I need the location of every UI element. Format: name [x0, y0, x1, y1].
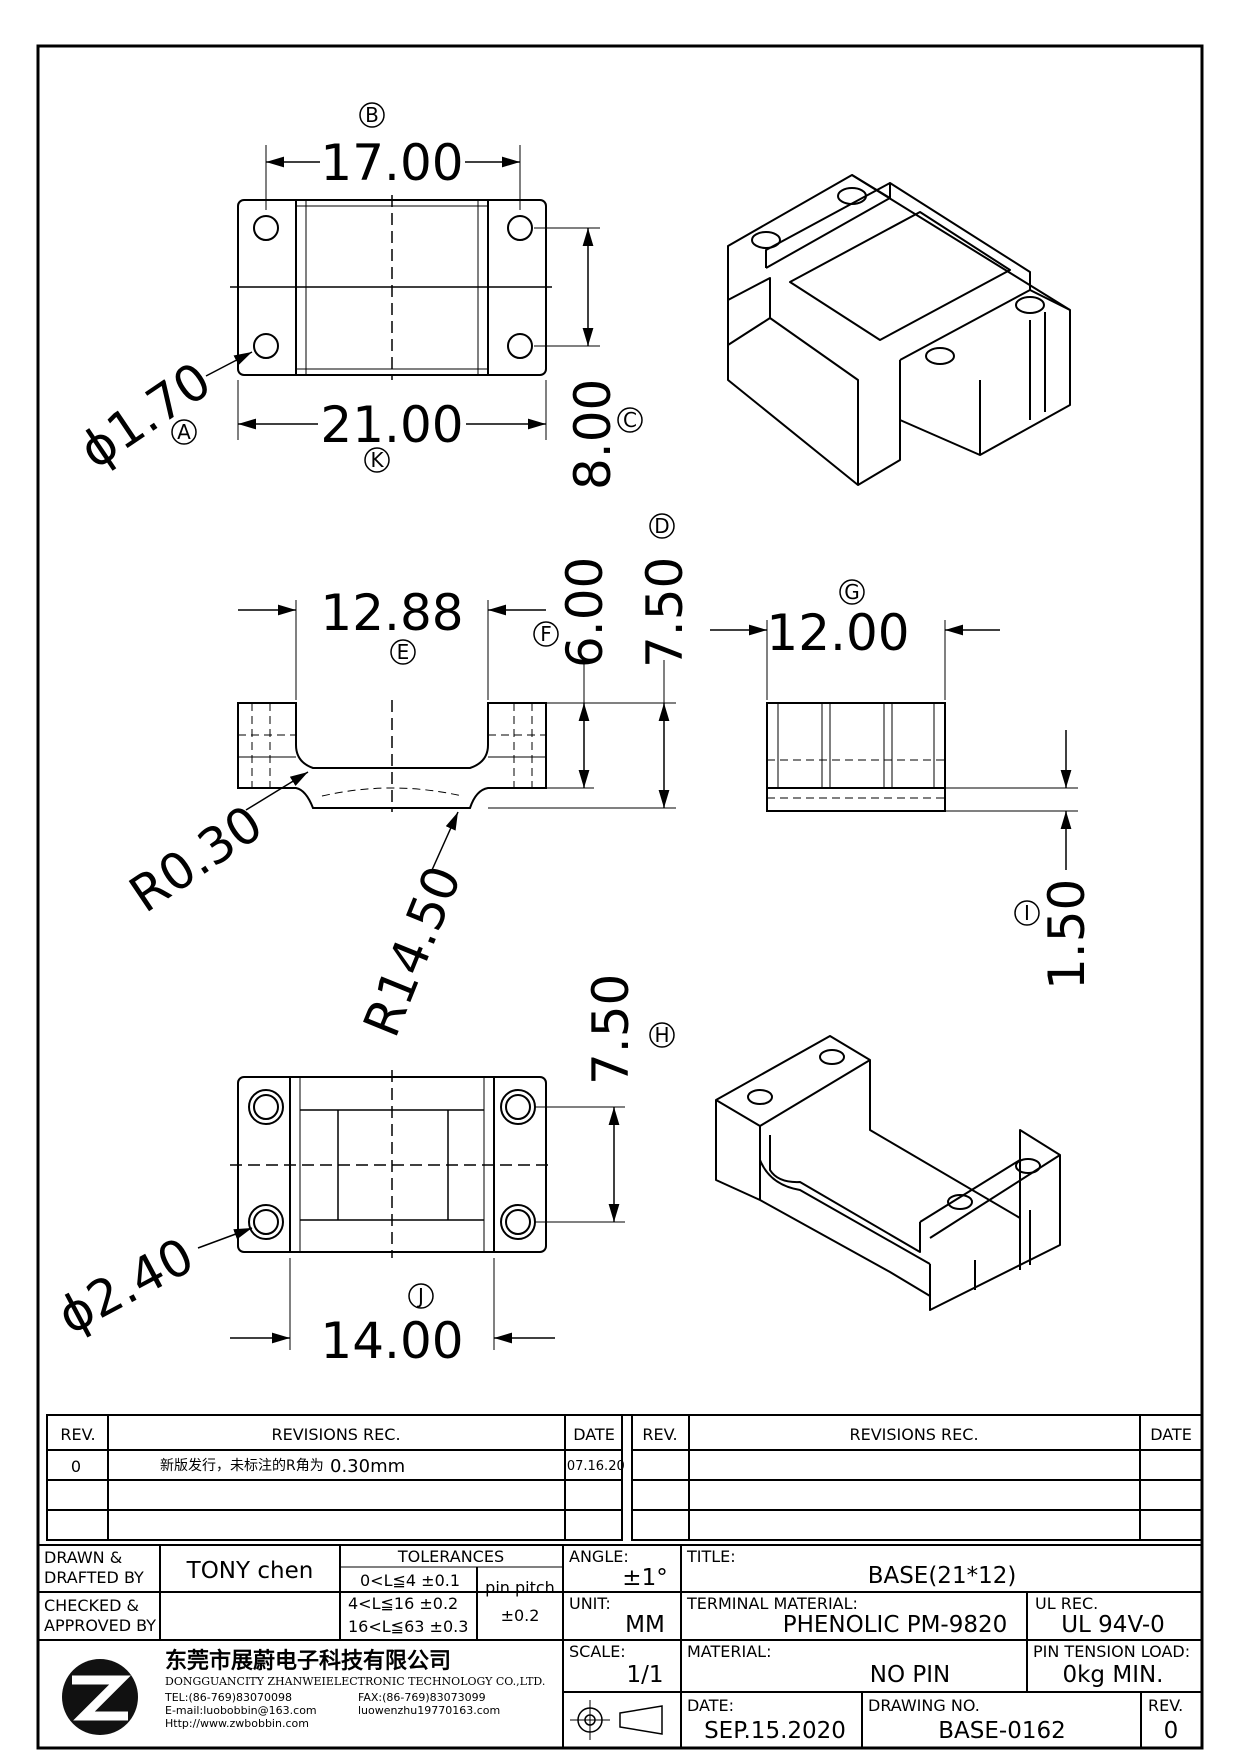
svg-text:C: C — [623, 408, 637, 432]
pin-pitch-value: ±0.2 — [501, 1606, 540, 1625]
terminal-value: PHENOLIC PM-9820 — [783, 1612, 1008, 1638]
pin-tension-label: PIN TENSION LOAD: — [1033, 1642, 1190, 1661]
svg-text:B: B — [365, 103, 379, 127]
title-value: BASE(21*12) — [868, 1563, 1017, 1589]
ul-label: UL REC. — [1035, 1594, 1098, 1613]
rev-label: REV. — [1148, 1696, 1183, 1715]
end-view — [710, 620, 1078, 870]
bubble-i: I — [1014, 900, 1040, 926]
bubble-g: G — [839, 579, 865, 605]
company-email-2: luowenzhu19770163.com — [358, 1704, 500, 1717]
revisions-header-right: REVISIONS REC. — [849, 1425, 978, 1444]
date-header-right: DATE — [1150, 1425, 1192, 1444]
unit-label: UNIT: — [569, 1594, 611, 1613]
dim-bottom-hole: ϕ2.40 — [48, 1227, 203, 1346]
tolerances-label: TOLERANCES — [397, 1547, 504, 1566]
ul-value: UL 94V-0 — [1061, 1612, 1165, 1638]
tolerance-3: 16<L≦63 ±0.3 — [348, 1617, 468, 1636]
dim-side-depth: 6.00 — [556, 557, 614, 668]
top-view — [205, 145, 600, 440]
date-header-left: DATE — [573, 1425, 615, 1444]
rev-row-0-rev: 0 — [71, 1457, 81, 1476]
material-label: MATERIAL: — [687, 1642, 771, 1661]
dim-side-slot: 12.88 — [320, 584, 463, 642]
dim-bottom-width: 14.00 — [320, 1312, 463, 1370]
tolerance-1: 0<L≦4 ±0.1 — [360, 1571, 460, 1590]
bubble-h: H — [649, 1022, 675, 1048]
bubble-b: B — [359, 102, 385, 128]
title-label: TITLE: — [686, 1547, 736, 1566]
company-email: E-mail:luobobbin@163.com — [165, 1704, 317, 1717]
revisions-table — [46, 1414, 1203, 1541]
title-block — [37, 1544, 1203, 1749]
bubble-k: K — [364, 447, 390, 473]
company-cn: 东莞市展蔚电子科技有限公司 — [165, 1648, 451, 1674]
dim-top-hole: ϕ1.70 — [69, 351, 221, 480]
company-en: DONGGUANCITY ZHANWEIELECTRONIC TECHNOLOG… — [165, 1675, 545, 1688]
date-label: DATE: — [687, 1696, 734, 1715]
company-fax: FAX:(86-769)83073099 — [358, 1691, 486, 1704]
drawing-no-value: BASE-0162 — [938, 1718, 1065, 1744]
scale-value: 1/1 — [626, 1662, 663, 1688]
bottom-view — [197, 1070, 625, 1350]
drawn-label-1: DRAWN & — [44, 1548, 122, 1567]
drawn-label-2: DRAFTED BY — [44, 1568, 144, 1587]
rev-row-0-date: '07.16.20 — [563, 1459, 624, 1474]
svg-text:A: A — [177, 420, 191, 444]
dim-side-radius: R14.50 — [352, 858, 472, 1045]
bubble-d: D — [649, 513, 675, 539]
tolerance-2: 4<L≦16 ±0.2 — [348, 1594, 458, 1613]
svg-text:E: E — [397, 640, 410, 664]
dim-top-width: 17.00 — [320, 134, 463, 192]
sheet-border — [36, 44, 1204, 1750]
rev-row-0-value: 0.30mm — [330, 1456, 405, 1477]
svg-text:H: H — [654, 1023, 669, 1047]
date-value: SEP.15.2020 — [704, 1718, 846, 1744]
unit-value: MM — [625, 1612, 665, 1638]
rev-header-right: REV. — [642, 1425, 677, 1444]
angle-label: ANGLE: — [569, 1547, 629, 1566]
rev-value: 0 — [1164, 1718, 1179, 1744]
svg-text:I: I — [1024, 901, 1030, 925]
terminal-label: TERMINAL MATERIAL: — [686, 1594, 858, 1613]
label-bubbles: B A K C D E F G I H J — [171, 102, 1040, 1309]
dim-side-fillet: R0.30 — [119, 794, 273, 924]
svg-text:G: G — [844, 580, 860, 604]
bubble-c: C — [617, 407, 643, 433]
pin-tension-value: 0kg MIN. — [1062, 1662, 1163, 1688]
scale-label: SCALE: — [569, 1642, 626, 1661]
pin-pitch-label: pin pitch — [485, 1578, 555, 1597]
bubble-j: J — [408, 1283, 434, 1309]
angle-value: ±1° — [622, 1565, 667, 1591]
drawing-no-label: DRAWING NO. — [868, 1696, 980, 1715]
bubble-a: A — [171, 419, 197, 445]
drawn-by-value: TONY chen — [186, 1558, 314, 1584]
dim-top-overall: 21.00 — [320, 396, 463, 454]
company-web: Http://www.zwbobbin.com — [165, 1717, 309, 1730]
checked-label-1: CHECKED & — [44, 1596, 139, 1615]
svg-text:J: J — [416, 1284, 424, 1308]
bubble-e: E — [390, 639, 416, 665]
svg-text:D: D — [654, 514, 669, 538]
dim-side-height: 7.50 — [636, 557, 694, 668]
svg-text:K: K — [370, 448, 384, 472]
rev-row-0-note: 新版发行，未标注的R角为 — [160, 1458, 324, 1474]
rev-header-left: REV. — [60, 1425, 95, 1444]
bubble-f: F — [533, 621, 559, 647]
company-tel: TEL:(86-769)83070098 — [164, 1691, 292, 1704]
iso-view-top — [727, 174, 1071, 486]
dim-end-width: 12.00 — [766, 604, 909, 662]
svg-text:F: F — [540, 622, 552, 646]
dim-bottom-pitch: 7.50 — [582, 974, 640, 1085]
iso-view-bottom — [715, 1035, 1061, 1311]
side-view — [237, 600, 676, 871]
dim-end-base: 1.50 — [1038, 879, 1096, 990]
revisions-header-left: REVISIONS REC. — [271, 1425, 400, 1444]
company-logo — [62, 1659, 138, 1735]
dim-top-pitch: 8.00 — [564, 379, 622, 490]
checked-label-2: APPROVED BY — [44, 1616, 156, 1635]
material-value: NO PIN — [870, 1662, 950, 1688]
